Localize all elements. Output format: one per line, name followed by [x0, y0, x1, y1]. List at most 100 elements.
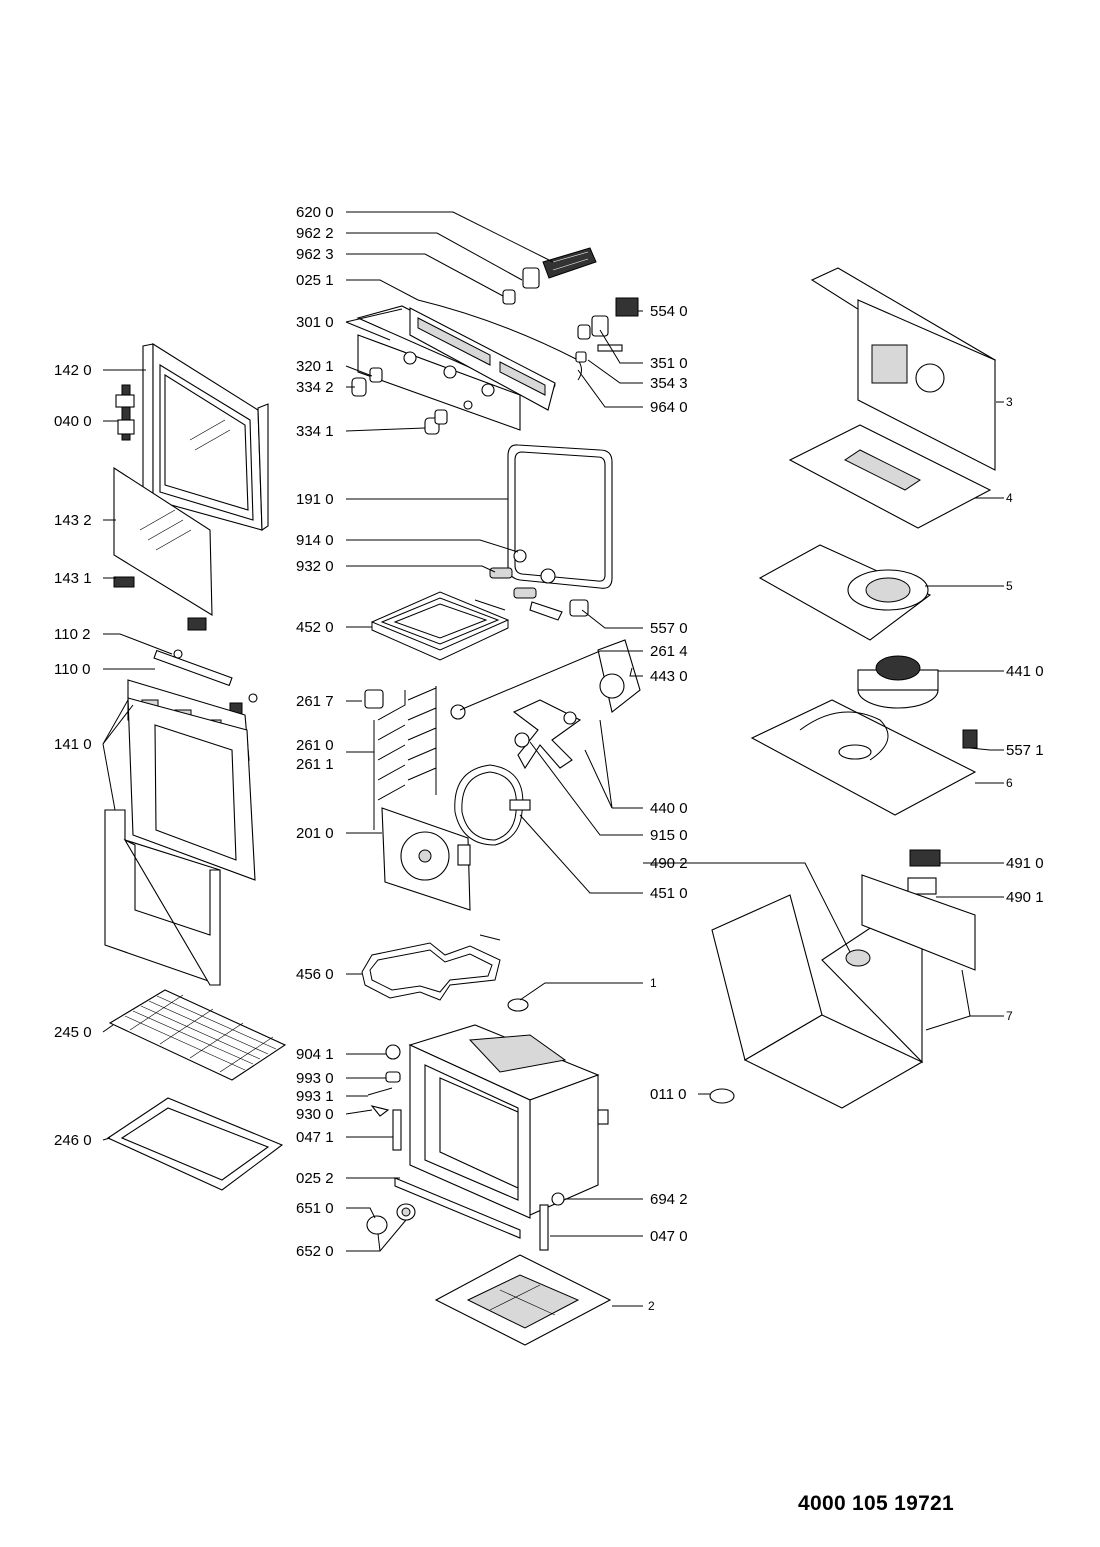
door-seal-frame [104, 809, 221, 986]
callout-6510: 651 0 [296, 1200, 334, 1217]
callout-2610: 261 0 [296, 737, 334, 754]
callout-2450: 245 0 [54, 1024, 92, 1041]
callout-2617: 261 7 [296, 693, 334, 710]
callout-3341: 334 1 [296, 423, 334, 440]
callout-1432: 143 2 [54, 512, 92, 529]
callout-9320: 932 0 [296, 558, 334, 575]
inner-door-glass [113, 466, 213, 616]
thermostat [962, 729, 991, 751]
callout-1100: 110 0 [54, 661, 90, 678]
bottom-element [361, 934, 501, 1001]
lamp-parts [513, 549, 589, 621]
callout-3543: 354 3 [650, 375, 688, 392]
callout-6200: 620 0 [296, 204, 334, 221]
callout-5570: 557 0 [650, 620, 688, 637]
base-plate [434, 1254, 612, 1346]
oven-cavity [408, 1024, 609, 1219]
callout-0400: 040 0 [54, 413, 92, 430]
callout-4410: 441 0 [1006, 663, 1044, 680]
callout-labels: 620 0 962 2 962 3 025 1 301 0 320 1 334 … [54, 204, 1044, 1313]
callout-9623: 962 3 [296, 246, 334, 263]
callout-0470: 047 0 [650, 1228, 688, 1245]
shelf-runners [373, 686, 437, 830]
callout-5540: 554 0 [650, 303, 688, 320]
callout-9640: 964 0 [650, 399, 688, 416]
callout-3010: 301 0 [296, 314, 334, 331]
callout-1910: 191 0 [296, 491, 334, 508]
inner-door-panel [127, 679, 256, 881]
callout-1410: 141 0 [54, 736, 92, 753]
callout-5571: 557 1 [1006, 742, 1044, 759]
drip-tray [106, 1097, 284, 1191]
outer-door-frame [142, 343, 269, 532]
callout-6942: 694 2 [650, 1191, 688, 1208]
callout-4560: 456 0 [296, 966, 334, 983]
cavity-foot [551, 1192, 565, 1206]
callout-4430: 443 0 [650, 668, 688, 685]
document-number: 4000 105 19721 [798, 1492, 955, 1515]
callout-1102: 110 2 [54, 626, 90, 643]
knobs [366, 1203, 416, 1235]
callout-3201: 320 1 [296, 358, 334, 375]
lamp-glass [507, 998, 529, 1012]
callout-2: 2 [648, 1299, 655, 1313]
cooling-fan [857, 655, 939, 709]
callout-0110: 011 0 [650, 1086, 686, 1103]
fan-nut [514, 732, 530, 748]
callout-2614: 261 4 [650, 643, 688, 660]
shelf-guide-left [364, 689, 384, 709]
callout-4910: 491 0 [1006, 855, 1044, 872]
callout-5: 5 [1006, 579, 1013, 593]
top-cover [788, 424, 992, 529]
shelf-stud [450, 704, 466, 720]
callout-3342: 334 2 [296, 379, 334, 396]
door-hinge [115, 384, 135, 441]
outer-casing [711, 874, 976, 1109]
callout-2010: 201 0 [296, 825, 334, 842]
oven-gasket [507, 444, 613, 589]
callout-4510: 451 0 [650, 885, 688, 902]
callout-1420: 142 0 [54, 362, 92, 379]
callout-9140: 914 0 [296, 532, 334, 549]
callout-4901: 490 1 [1006, 889, 1044, 906]
callout-2611: 261 1 [296, 756, 334, 773]
rear-panel [810, 267, 997, 471]
connector-blocks [907, 849, 941, 895]
callout-3: 3 [1006, 395, 1013, 409]
callout-9150: 915 0 [650, 827, 688, 844]
knob-shafts [351, 267, 540, 435]
callout-4: 4 [1006, 491, 1013, 505]
callout-1: 1 [650, 976, 657, 990]
callout-4902: 490 2 [650, 855, 688, 872]
callout-9300: 930 0 [296, 1106, 334, 1123]
callout-2460: 246 0 [54, 1132, 92, 1149]
hinge-receiver [539, 1204, 549, 1251]
callout-0252: 025 2 [296, 1170, 334, 1187]
callout-4400: 440 0 [650, 800, 688, 817]
callout-0251: 025 1 [296, 272, 334, 289]
callout-6: 6 [1006, 776, 1013, 790]
callout-9931: 993 1 [296, 1088, 334, 1105]
fan-cover-plate [381, 807, 471, 911]
door-seal-strip [394, 1177, 521, 1239]
switch-components [575, 297, 639, 363]
glass-clips [113, 576, 207, 631]
callout-3510: 351 0 [650, 355, 688, 372]
oven-rack [108, 989, 287, 1081]
fan-housing [758, 544, 932, 641]
callout-7: 7 [1006, 1009, 1013, 1023]
leader-lines [102, 211, 1004, 1307]
callout-6520: 652 0 [296, 1243, 334, 1260]
callout-9041: 904 1 [296, 1046, 334, 1063]
mounting-foot [709, 1088, 735, 1104]
callout-9930: 993 0 [296, 1070, 334, 1087]
small-fittings [367, 1044, 402, 1151]
callout-0471: 047 1 [296, 1129, 334, 1146]
capillary-tube [417, 299, 582, 381]
control-panel [356, 305, 556, 431]
callout-1431: 143 1 [54, 570, 92, 587]
fan-motor [512, 639, 641, 770]
terminal-block [542, 247, 597, 279]
circular-element [454, 764, 531, 846]
